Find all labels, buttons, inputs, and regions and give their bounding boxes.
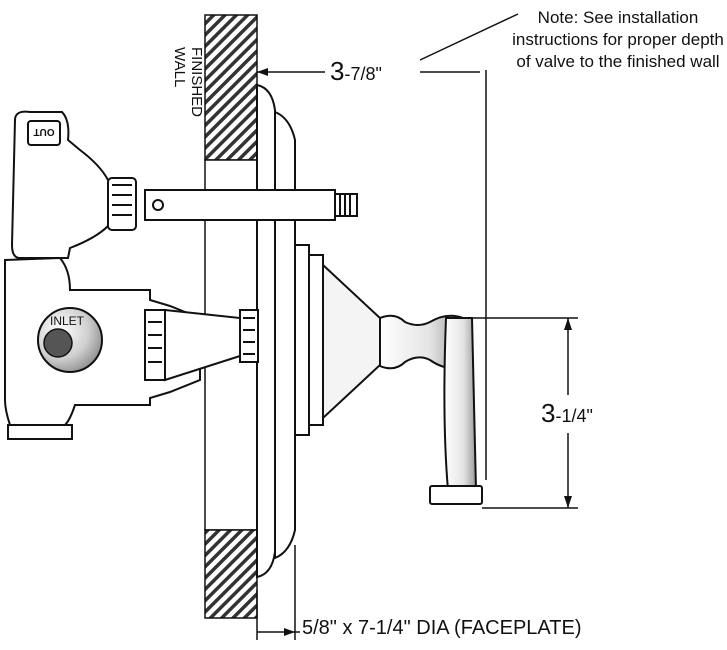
wall-hatch-top — [204, 14, 258, 161]
inlet-port — [37, 307, 103, 373]
outlet-port — [27, 120, 61, 146]
note-leader — [419, 13, 519, 61]
wall-label-line1: FINISHED — [188, 47, 205, 118]
faceplate-dimension: 5/8" x 7-1/4" DIA (FACEPLATE) — [302, 617, 582, 639]
finished-wall-label: FINISHED WALL — [171, 47, 205, 147]
faceplate-arrow — [284, 628, 295, 636]
outlet-label: OUT — [33, 126, 55, 137]
handle-trim — [294, 244, 483, 505]
finished-wall — [204, 14, 258, 619]
depth-dimension: 3-7/8" — [330, 56, 382, 87]
valve-stem — [144, 189, 358, 221]
handle-dimension: 3-1/4" — [541, 398, 593, 429]
faceplate — [256, 83, 296, 579]
lever-arm — [443, 317, 478, 491]
lever-tip — [429, 485, 483, 505]
trim-cone — [322, 262, 381, 421]
wall-label-line2: WALL — [171, 47, 188, 88]
handle-fraction: -1/4" — [555, 406, 593, 426]
trim-base — [294, 244, 310, 436]
depth-whole: 3 — [330, 56, 345, 86]
installation-note: Note: See installation instructions for … — [512, 8, 724, 71]
handle-arrow-top — [564, 318, 572, 330]
trim-collar — [308, 254, 324, 426]
depth-arrow-left — [257, 68, 268, 76]
dimension-lines — [256, 13, 578, 640]
wall-hatch-bottom — [204, 529, 258, 619]
handle-whole: 3 — [541, 398, 556, 428]
handle-arrow-bottom — [564, 496, 572, 508]
depth-fraction: -7/8" — [344, 64, 382, 84]
inlet-label: INLET — [50, 314, 85, 328]
